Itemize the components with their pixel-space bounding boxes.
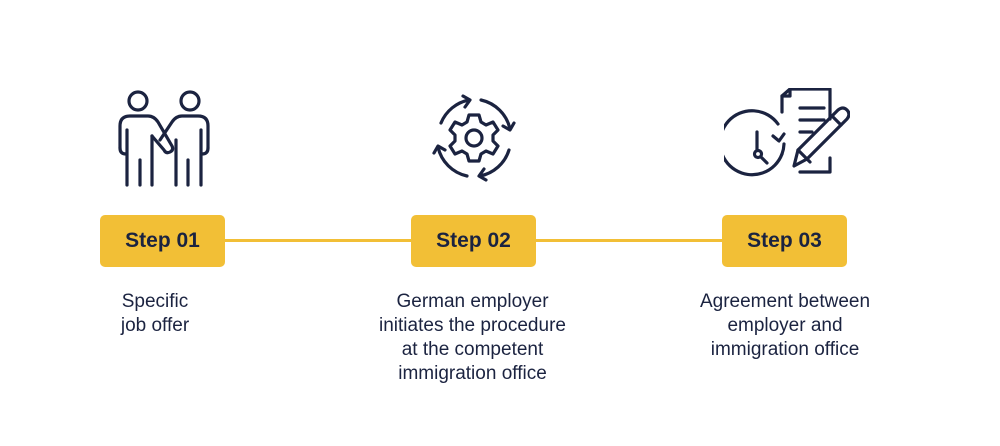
step-01-label: Step 01 (125, 229, 200, 252)
description-line: initiates the procedure (379, 315, 566, 336)
description-line: immigration office (710, 339, 860, 360)
description-line: job offer (120, 315, 190, 336)
step-02-description: German employer initiates the procedure … (330, 290, 615, 386)
description-line: immigration office (398, 363, 547, 384)
step-02-badge: Step 02 (411, 215, 536, 267)
description-line: Agreement between (699, 291, 871, 312)
step-01-description: Specific job offer (95, 290, 215, 338)
step-01-badge: Step 01 (100, 215, 225, 267)
description-line: German employer (396, 291, 549, 312)
step-03-label: Step 03 (747, 229, 822, 252)
description-line: employer and (727, 315, 843, 336)
description-line: at the competent (401, 339, 544, 360)
step-03-badge: Step 03 (722, 215, 847, 267)
clock-document-pencil-icon (724, 88, 850, 190)
step-02-label: Step 02 (436, 229, 511, 252)
handshake-people-icon (110, 88, 220, 190)
description-line: Specific (121, 291, 189, 312)
step-03-description: Agreement between employer and immigrati… (660, 290, 910, 362)
gear-cycle-icon (423, 87, 525, 189)
